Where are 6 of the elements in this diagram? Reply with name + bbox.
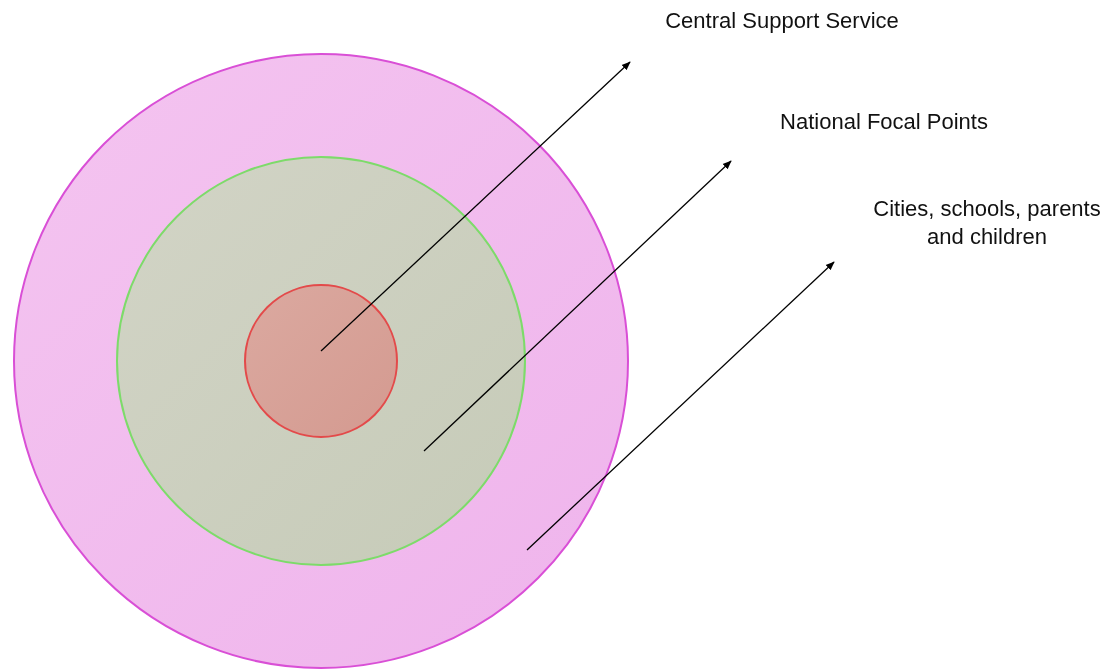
leader-arrow — [526, 261, 835, 551]
label-text: Central Support Service — [622, 7, 942, 35]
leader-arrow — [423, 160, 732, 452]
label-text: Cities, schools, parents and children — [866, 195, 1108, 251]
leader-arrow — [320, 61, 631, 352]
label-text: National Focal Points — [734, 108, 1034, 136]
